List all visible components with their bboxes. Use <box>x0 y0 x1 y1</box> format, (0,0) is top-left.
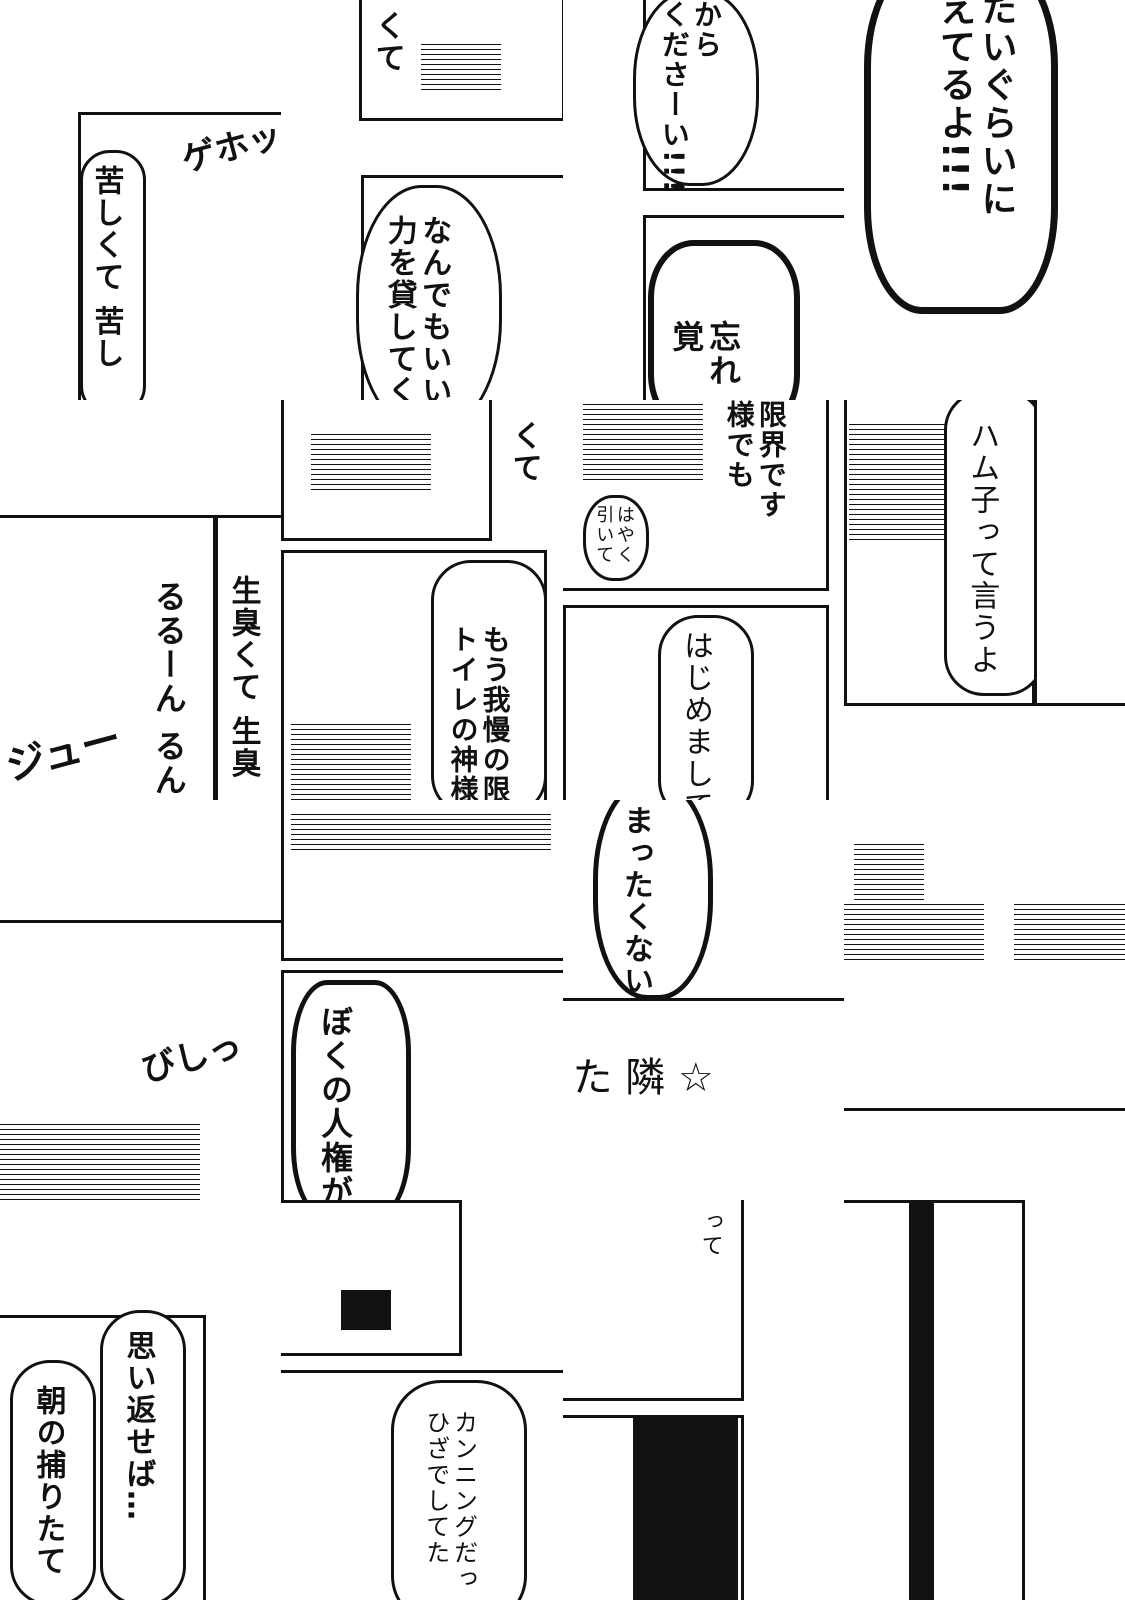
manga-tile: ジュー るるーん るん 生臭くて 生臭 <box>0 400 282 800</box>
shadow <box>341 1290 392 1330</box>
speech-text: 思い返せば… <box>120 1330 156 1522</box>
manga-tile: ゲホッ 苦しくて 苦し <box>0 0 282 400</box>
manga-tile: 限界です 様でも はやく 引いて はじめまして <box>562 400 844 800</box>
manga-tile: カンニングだっ ひざでしてた <box>281 1200 563 1600</box>
speech-bubble <box>80 150 146 400</box>
panel <box>0 515 216 800</box>
shout-bubble <box>647 240 800 400</box>
speech-text: たいぐらいに えてるよ!!! <box>934 0 1017 218</box>
speech-text: はじめまして <box>678 630 713 800</box>
shout-bubble <box>863 0 1058 314</box>
speech-bubble <box>632 0 759 186</box>
speech-bubble <box>943 400 1045 696</box>
title-text: た 隣 ☆ <box>572 1055 714 1101</box>
desk-drawing <box>843 900 984 960</box>
speech-bubble <box>100 1310 186 1600</box>
character-shirt <box>853 840 924 900</box>
speech-bubble <box>391 1380 528 1600</box>
manga-tile: ぼくの人権がま <box>281 800 563 1200</box>
speech-text: 朝の捕りたて <box>30 1385 66 1577</box>
speech-text: なんでもいい 力を貸してく <box>381 215 452 400</box>
speech-bubble <box>657 615 754 800</box>
grill-drawing <box>311 430 432 490</box>
desk-drawing <box>0 1120 200 1200</box>
speech-text: 忘れ 覚 <box>667 320 743 388</box>
panel <box>1033 400 1125 706</box>
panel <box>843 1200 1025 1600</box>
manga-tile: って <box>562 1200 844 1600</box>
character-shirt <box>291 720 412 800</box>
character-shirt <box>582 400 703 480</box>
speech-text: 苦しくて 苦し <box>88 165 124 370</box>
speech-text: から くださーい!!! <box>657 0 723 195</box>
speech-text: くて <box>369 10 405 74</box>
speech-text: 限界です 様でも <box>722 400 788 520</box>
manga-tile <box>843 800 1125 1200</box>
panel <box>281 1200 463 1356</box>
desk-drawing <box>421 40 502 90</box>
speech-text: まったくない <box>618 805 653 997</box>
speech-bubble <box>10 1360 96 1600</box>
shout-bubble <box>592 800 713 1000</box>
speech-text: カンニングだっ ひざでしてた <box>421 1410 478 1592</box>
shout-bubble <box>291 980 412 1200</box>
manga-tile: くて もう我慢の限 トイレの神様 <box>281 400 563 800</box>
speech-text: くて <box>506 420 542 484</box>
speech-bubble <box>356 185 503 400</box>
panel <box>215 515 282 800</box>
manga-tile: ハム子って言うよ <box>843 400 1125 800</box>
speech-text: 生臭くて 生臭 <box>225 575 261 780</box>
panel <box>562 1200 744 1401</box>
speech-text: ぼくの人権がま <box>316 1005 355 1200</box>
manga-tile: びしっ <box>0 800 282 1200</box>
speech-text: って <box>697 1210 723 1258</box>
manga-tile: 思い返せば… 朝の捕りたて <box>0 1200 282 1600</box>
desk-drawing <box>291 810 552 850</box>
speech-text: はやく 引いて <box>593 505 635 565</box>
desk-drawing <box>1013 900 1125 960</box>
manga-tile <box>843 1200 1125 1600</box>
desk-drawing <box>848 420 949 540</box>
speech-bubble <box>582 495 649 581</box>
shadow <box>908 1200 934 1600</box>
manga-tile: くて なんでもいい 力を貸してく <box>281 0 563 400</box>
speech-text: もう我慢の限 トイレの神様 <box>446 625 512 800</box>
speech-text: るるーん るん <box>149 580 188 798</box>
shadow <box>632 1415 738 1600</box>
manga-tile: から くださーい!!! 忘れ 覚 <box>562 0 844 400</box>
manga-tile: まったくない た 隣 ☆ <box>562 800 844 1200</box>
speech-text: ハム子って言うよ <box>964 420 1000 676</box>
speech-bubble <box>431 560 548 800</box>
manga-tile: たいぐらいに えてるよ!!! <box>843 0 1125 400</box>
